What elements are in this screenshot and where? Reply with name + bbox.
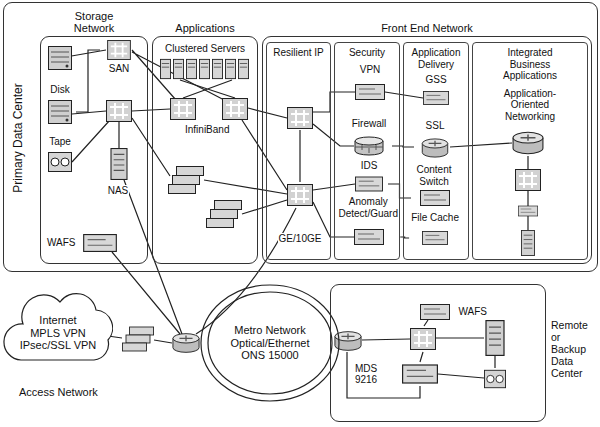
- node-label: VPN: [359, 64, 382, 76]
- node-label: Application Delivery: [406, 47, 466, 70]
- ids-sensor: IDS: [350, 160, 388, 194]
- node-label: GSS: [424, 74, 447, 86]
- node-body: IPsec/SSL VPN: [20, 339, 97, 352]
- network-link: [76, 50, 100, 112]
- disk-array: Disk: [44, 84, 76, 126]
- anomaly-guard: AnomalyDetect/Guard: [336, 196, 400, 252]
- node-label: WAFS: [46, 237, 77, 249]
- node-label: Security: [349, 47, 385, 59]
- node-label: Anomaly: [348, 196, 389, 208]
- wafs-appliance: WAFS: [46, 230, 122, 256]
- node-body: MPLS VPN: [30, 327, 86, 340]
- ssl-offload: SSL: [414, 120, 456, 158]
- network-panel: Storage NetworkSANDiskTapeNASWAFS: [40, 36, 148, 264]
- node-label: Disk: [49, 84, 70, 96]
- node-label: Applications: [175, 22, 234, 35]
- metro-ring: Metro Network Optical/Ethernet ONS 15000: [200, 284, 340, 402]
- node-label: SSL: [425, 120, 446, 132]
- node-label: Primary Data Center: [12, 83, 26, 192]
- network-panel: Front End NetworkResilient IPGE/10GESecu…: [262, 36, 592, 264]
- node-label: Integrated Business Applications: [498, 47, 562, 82]
- node-label: Storage Network: [66, 10, 122, 35]
- core-switch: GE/10GE: [276, 180, 324, 244]
- gss-appliance: GSS: [416, 74, 456, 108]
- file-cache: File Cache: [409, 212, 461, 250]
- data-center-region: Primary Data Center Storage NetworkSAN Dis…: [3, 2, 598, 272]
- node-body: Application-Oriented Networking: [498, 88, 562, 123]
- node-label: GE/10GE: [278, 233, 323, 245]
- node-label: Front End Network: [381, 22, 473, 35]
- node-label: IDS: [360, 160, 379, 172]
- tape-library: Tape: [44, 136, 76, 174]
- backup-data-center: Remote or Backup Data CenterWAFSMDS 9216: [330, 284, 546, 422]
- node-label: File Cache: [410, 212, 460, 224]
- node-label: Resilient IP: [270, 47, 328, 59]
- node-label: MDS 9216: [350, 363, 382, 386]
- node-label: Internet: [39, 314, 76, 327]
- network-link: [400, 237, 409, 238]
- vpn-concentrator: VPN: [350, 64, 390, 106]
- node-label: Metro Network Optical/Ethernet ONS 15000: [225, 324, 315, 362]
- san-switch: SAN: [100, 38, 138, 74]
- node-label: NAS: [107, 185, 130, 197]
- content-switch: Content Switch: [411, 164, 457, 208]
- annotation-label: Clustered Servers: [164, 43, 246, 55]
- function-panel: SecurityVPN FirewallIDS AnomalyDetect/Guar…: [334, 42, 400, 260]
- node-label: SAN: [108, 63, 131, 75]
- function-panel: Integrated Business ApplicationsApplicat…: [472, 42, 588, 260]
- node-label: Tape: [48, 136, 72, 148]
- mds-switch: MDS 9216: [350, 360, 440, 388]
- node-label: Remote or Backup Data Center: [551, 319, 597, 379]
- node-label: WAFS: [457, 306, 488, 318]
- node-label: Firewall: [351, 118, 387, 130]
- network-panel: Applications: [152, 36, 258, 264]
- function-panel: Resilient IP GE/10GE: [266, 42, 331, 260]
- firewall: Firewall: [346, 118, 392, 158]
- nas-filer: NAS: [100, 146, 136, 196]
- annotation-label: Access Network: [18, 386, 99, 399]
- annotation-label: InfiniBand: [184, 124, 230, 136]
- node-body: Detect/Guard: [338, 208, 399, 220]
- node-label: Content Switch: [412, 164, 456, 187]
- wafs-appliance: WAFS: [414, 300, 488, 324]
- access-cloud: InternetMPLS VPNIPsec/SSL VPN: [3, 286, 113, 372]
- function-panel: Application DeliveryGSS SSL Content Switch…: [403, 42, 469, 260]
